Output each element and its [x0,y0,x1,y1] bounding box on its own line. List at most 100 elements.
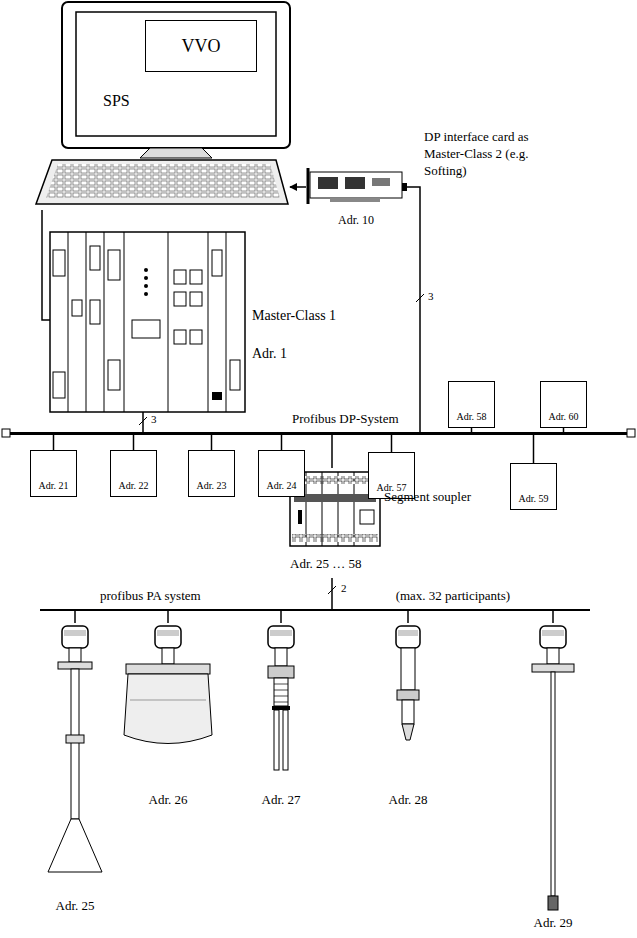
vibration-fork-drawing [272,706,290,710]
plc-rack-drawing [144,268,148,272]
guided-radar-rod-drawing [547,648,559,664]
dp-bus: Profibus DP-System [10,432,627,435]
segment-coupler-drawing [294,494,376,502]
plc-rack-drawing [132,320,160,338]
plc-rack-drawing [108,250,120,280]
interface-card: Adr. 10 [306,166,406,228]
node-text: Adr. 27 [262,793,301,808]
node-text: Adr. 10 [338,214,374,228]
plc-rack-drawing [190,330,202,344]
slave-station: Adr. 60 [540,381,587,428]
vibration-fork-drawing [270,630,292,636]
field-device: Adr. 28 [373,623,443,808]
vibration-fork-drawing [268,666,294,678]
interface-card-drawing [310,172,402,198]
bus-terminator [2,429,635,437]
ultrasonic-device-drawing [155,626,181,648]
plc-rack-drawing [190,292,202,306]
node-text: Master-Class 1 [252,308,336,324]
card-caption: DP interface card as Master-Class 2 (e.g… [424,128,544,179]
bus-terminator [2,429,10,437]
computer-drawing [62,2,290,148]
slave-station: Adr. 22 [110,450,157,497]
plc-rack-drawing [174,270,186,284]
bus-connector [211,435,213,450]
node-text: Adr. 21 [39,480,69,492]
bus-connector [42,210,50,320]
pressure-device-drawing [401,648,415,690]
node-text: Segment soupler [384,490,471,505]
wire-count-slash [328,586,336,594]
node-text: Adr. 25 … 58 [290,557,362,572]
edge-label-holder: 3 [427,290,435,303]
radar-device-drawing [62,626,88,648]
plc-rack-drawing [212,250,222,276]
plc-rack-drawing [50,232,245,412]
label-holder: DP interface card as Master-Class 2 (e.g… [424,128,544,179]
radar-device-drawing [64,630,86,636]
node-text: Adr. 25 [56,899,95,914]
bus-connector [407,611,409,623]
vibration-fork-drawing [274,684,288,702]
ultrasonic-device-drawing [124,674,212,744]
ultrasonic-device-drawing [124,626,212,744]
field-device: Adr. 27 [246,623,316,808]
vibration-fork-drawing [275,648,287,666]
interface-card-drawing [330,198,380,202]
edge-label-holder: 3 [150,413,158,426]
ultrasonic-device-drawing [130,700,206,701]
node-text: Adr. 26 [149,793,188,808]
node-text: Profibus DP-System [292,412,399,427]
bus-connector [331,578,333,609]
bus-connector [133,435,135,450]
node-text: VVO [182,36,221,57]
radar-device-drawing [69,648,81,662]
bus-connector [167,611,169,623]
slave-station: Adr. 58 [448,381,495,428]
plc-rack-drawing [90,246,100,270]
radar-device-drawing [66,735,84,743]
radar-device-drawing [48,819,102,872]
slave-station: Adr. 23 [188,450,235,497]
wire-count: 3 [150,413,158,426]
master-class-1: Master-Class 1Adr. 1 [50,230,355,412]
interface-card-drawing [345,177,365,189]
pressure-device-drawing [397,690,419,700]
guided-radar-rod-drawing [540,626,566,648]
slave-station: Adr. 21 [30,450,77,497]
bus-connector [74,611,76,623]
interface-card-drawing [318,177,338,189]
pressure-device-drawing [398,630,418,636]
plc-rack-drawing [90,300,100,324]
radar-device-drawing [48,626,102,872]
wire-count: 3 [427,290,435,303]
bus-terminator [627,429,635,437]
node-text: Adr. 24 [267,480,297,492]
ultrasonic-device-drawing [162,648,174,664]
field-device: Adr. 26 [118,623,218,808]
node-text: Adr. 29 [534,916,573,931]
bus-connector [552,611,554,623]
vibration-fork-drawing [274,710,279,770]
wire-count-slash [139,417,147,425]
slave-station: Adr. 59 [510,463,557,510]
bus-connector [391,435,393,452]
plc-rack-drawing [174,292,186,306]
node-text: Adr. 60 [549,411,579,423]
radar-device-drawing [58,662,92,669]
pressure-device-drawing [402,700,414,724]
plc-rack-drawing [174,330,186,344]
guided-radar-rod-drawing [542,630,564,636]
interface-card-drawing [372,178,390,186]
bus-connector [533,435,535,463]
segment-coupler-drawing [298,510,302,524]
plc-rack-drawing [230,360,240,390]
plc-rack-drawing [53,372,65,398]
bus-connector [53,435,55,450]
bus-connector [290,186,306,188]
segment-coupler: Segment souplerAdr. 25 … 58 [286,468,491,578]
slave-station: Adr. 24 [258,450,305,497]
node-text: Adr. 22 [119,480,149,492]
plc-rack-drawing [212,392,222,400]
